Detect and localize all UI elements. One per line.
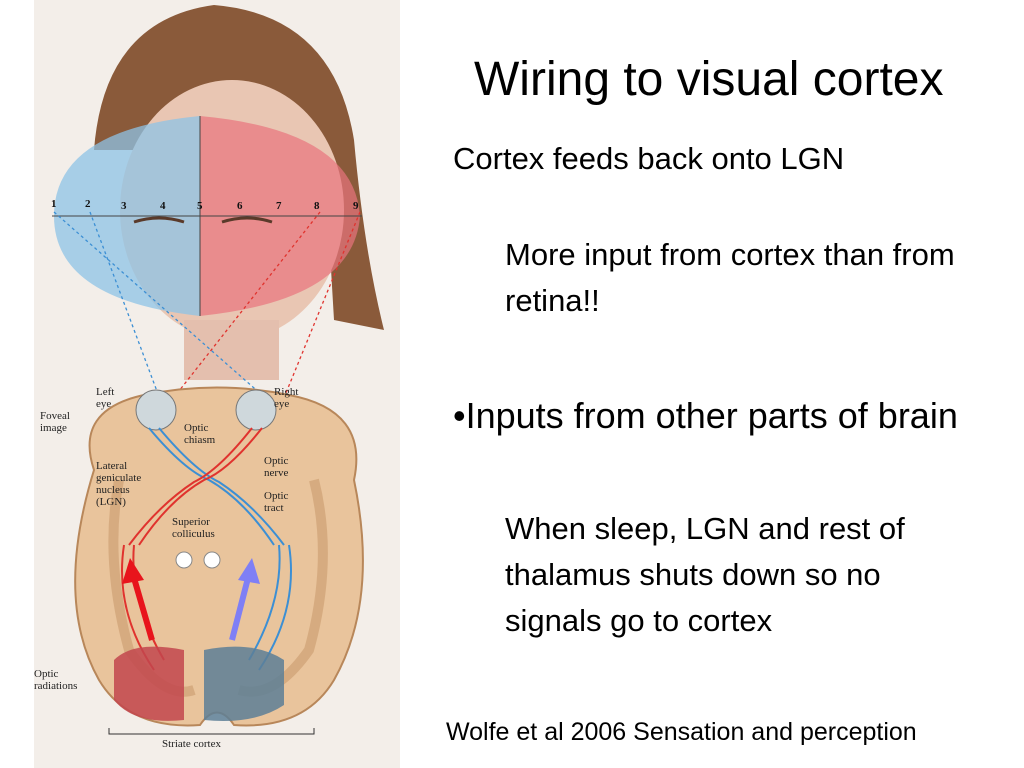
sub-bullet-more-input: More input from cortex than from retina!…: [505, 237, 955, 318]
visual-pathway-figure: 1 2 3 4 5 6 7 8 9 Left eye Right eye Fov…: [34, 0, 400, 768]
field-number: 3: [121, 200, 127, 212]
label-right-eye: Right eye: [274, 386, 299, 410]
blue-arrow-head: [238, 558, 260, 584]
field-number: 1: [51, 198, 57, 210]
figure-drawing: [52, 5, 384, 735]
striate-bracket: [108, 728, 315, 735]
bullet-cortex-feedback: Cortex feeds back onto LGN: [453, 141, 845, 176]
field-number: 8: [314, 200, 320, 212]
blue-arrow-shaft: [229, 577, 251, 641]
right-striate-cortex: [204, 646, 284, 721]
field-number: 7: [276, 200, 282, 212]
label-striate-cortex: Striate cortex: [162, 738, 221, 750]
projection-line: [53, 211, 280, 411]
left-striate-cortex: [114, 646, 184, 721]
red-pathway: [138, 427, 263, 546]
left-eye-line: [133, 216, 185, 224]
label-lgn: Lateral geniculate nucleus (LGN): [96, 460, 142, 508]
label-optic-tract: Optic tract: [264, 490, 289, 514]
projection-line: [163, 211, 321, 411]
hair-shape: [94, 5, 384, 330]
label-superior-colliculus: Superior colliculus: [172, 516, 215, 540]
blue-radiation: [248, 544, 281, 661]
label-left-eye: Left eye: [96, 386, 115, 410]
projection-line: [89, 211, 165, 411]
field-number: 6: [237, 200, 243, 212]
right-eyeball: [235, 389, 277, 431]
label-optic-radiations: Optic radiations: [34, 668, 78, 692]
sub-bullet-sleep: When sleep, LGN and rest of thalamus shu…: [505, 511, 905, 638]
neck-shape: [184, 320, 279, 380]
blue-pathway: [148, 427, 275, 546]
field-number: 5: [197, 200, 203, 212]
field-number: 4: [160, 200, 166, 212]
field-number: 2: [85, 198, 91, 210]
slide-title: Wiring to visual cortex: [474, 53, 944, 106]
label-optic-chiasm: Optic chiasm: [184, 422, 216, 446]
blue-pathway: [158, 427, 285, 546]
citation: Wolfe et al 2006 Sensation and perceptio…: [446, 718, 917, 746]
field-number: 9: [353, 200, 359, 212]
bullet-other-inputs: •Inputs from other parts of brain: [453, 395, 958, 436]
left-eyeball: [135, 389, 177, 431]
label-optic-nerve: Optic nerve: [264, 455, 289, 479]
superior-colliculus-left: [175, 551, 193, 569]
right-eye-line: [221, 216, 273, 224]
superior-colliculus-right: [203, 551, 221, 569]
red-arrow-head: [122, 558, 144, 584]
red-arrow-shaft: [131, 577, 155, 641]
red-pathway: [128, 427, 253, 546]
label-foveal-image: Foveal image: [40, 410, 70, 434]
